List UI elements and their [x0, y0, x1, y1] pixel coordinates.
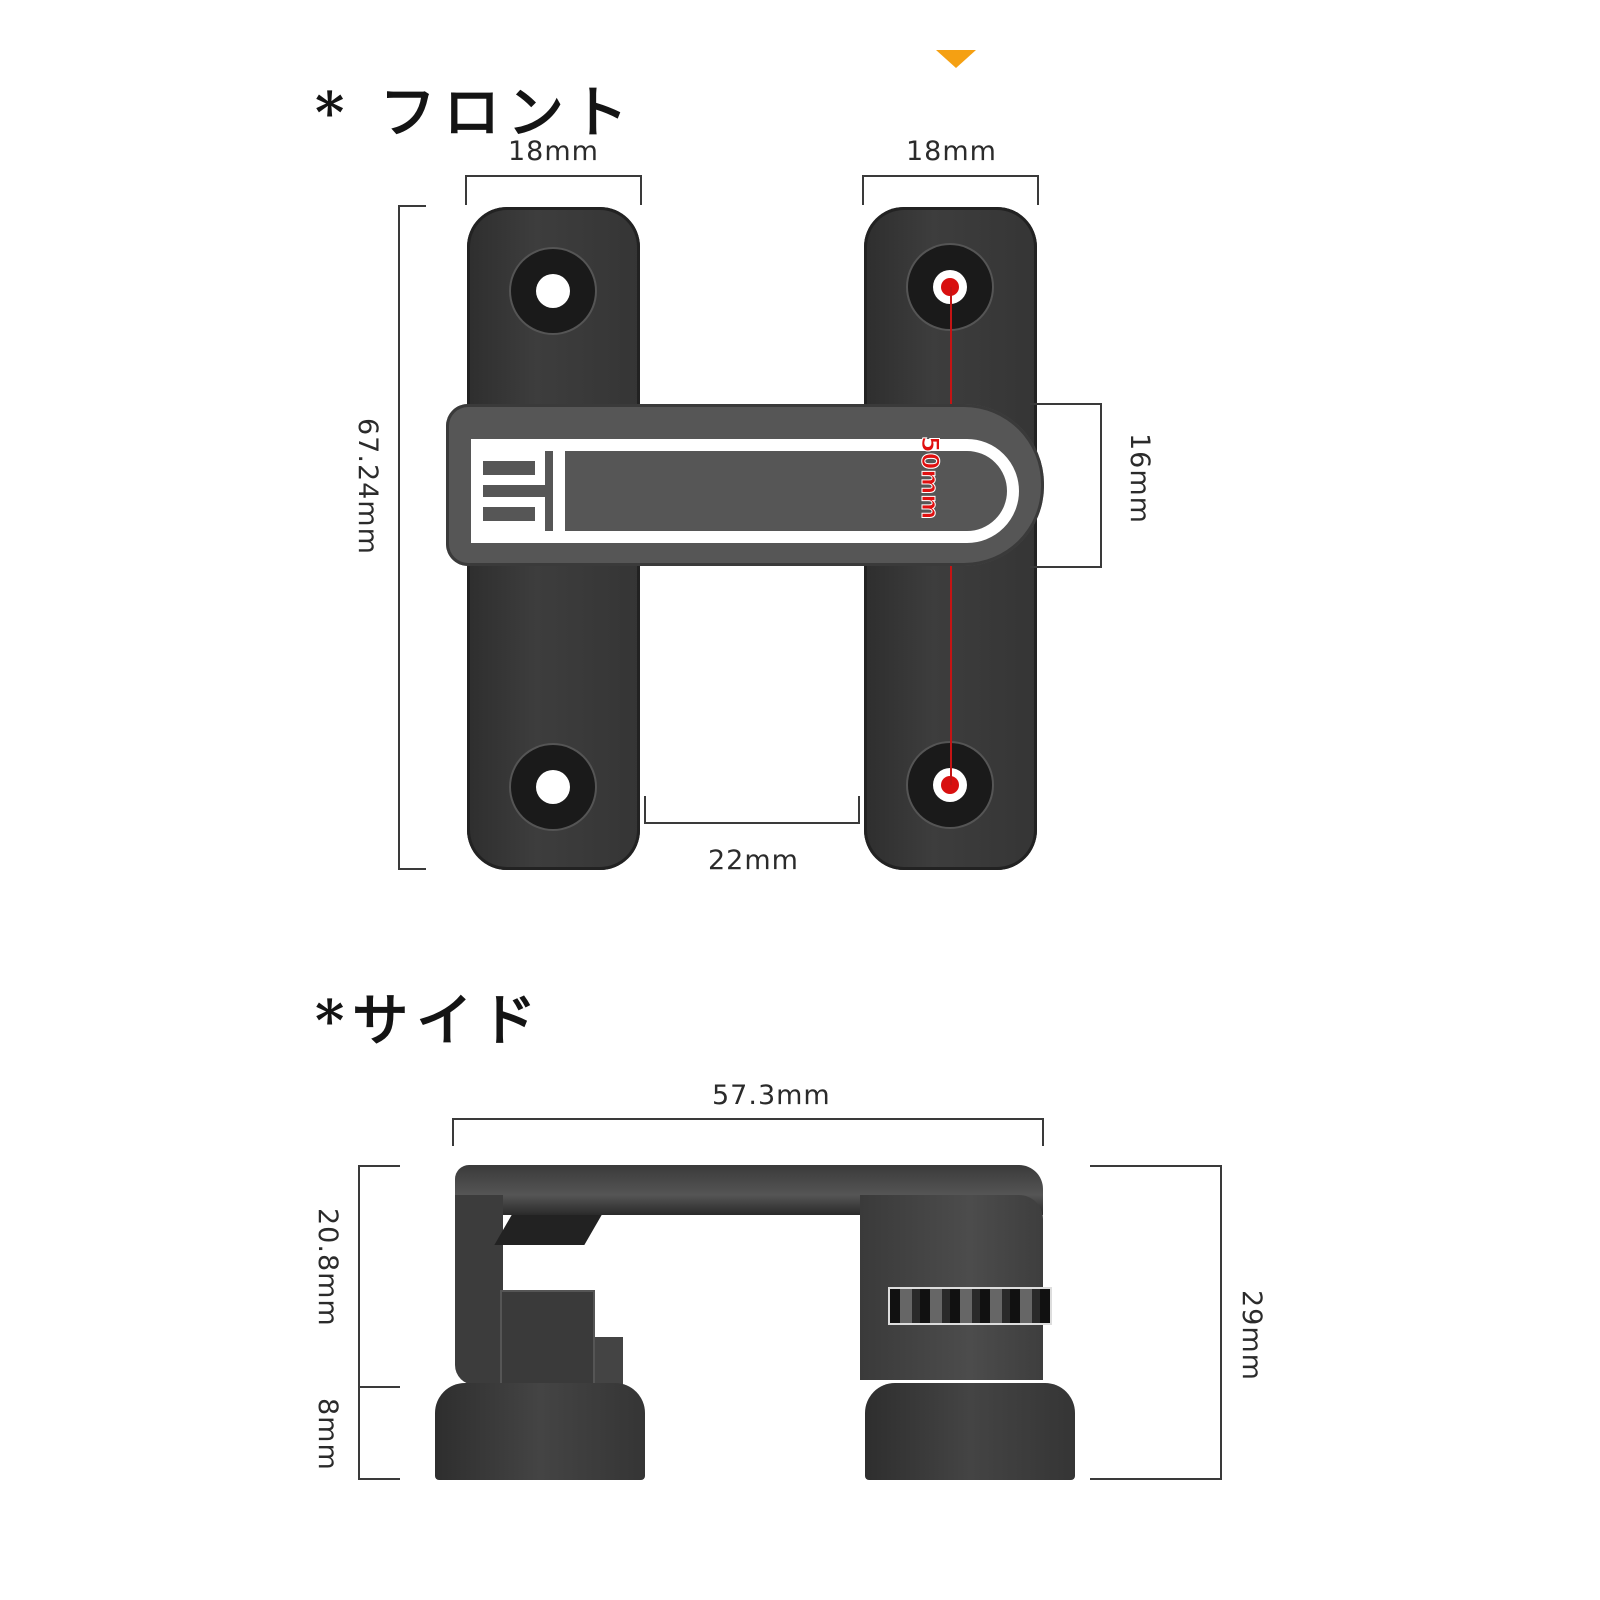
bar-height-label: 16mm	[1124, 433, 1155, 524]
left-base	[435, 1383, 645, 1480]
dim-tick	[1030, 566, 1102, 568]
dim-tick	[358, 1478, 400, 1480]
dim-tick	[1090, 1478, 1222, 1480]
dim-tick	[358, 1386, 400, 1388]
side-view-latch	[435, 1165, 1075, 1480]
base-height-label: 8mm	[312, 1398, 343, 1471]
dim-tick	[398, 205, 426, 207]
bar-white-outline	[471, 439, 1019, 543]
front-section-title: * フロント	[315, 80, 636, 146]
hole-spacing-label: 50mm	[916, 435, 945, 520]
dim-tick	[398, 868, 426, 870]
upper-height-label: 20.8mm	[312, 1208, 343, 1327]
dim-tick	[465, 175, 467, 205]
dim-tick	[1042, 1118, 1044, 1146]
dim-tick	[862, 175, 864, 205]
dim-tick	[358, 1165, 400, 1167]
dim-tick	[1090, 1165, 1222, 1167]
screw-hole-marked	[908, 743, 992, 827]
side-height-line	[358, 1165, 360, 1480]
dim-tick	[1037, 175, 1039, 205]
screw-hole	[511, 745, 595, 829]
orange-triangle-marker-icon	[936, 50, 976, 68]
side-full-height-line	[1220, 1165, 1222, 1480]
right-plate-width-line	[862, 175, 1039, 177]
bar-height-line	[1100, 403, 1102, 568]
dim-tick	[452, 1118, 454, 1146]
side-total-width-line	[452, 1118, 1044, 1120]
gap-line	[644, 822, 860, 824]
gap-label: 22mm	[708, 845, 799, 876]
total-height-label: 67.24mm	[352, 418, 383, 555]
dim-tick	[640, 175, 642, 205]
right-plate-width-label: 18mm	[906, 136, 997, 167]
right-base	[865, 1383, 1075, 1480]
dim-tick	[644, 796, 646, 824]
side-full-height-label: 29mm	[1236, 1290, 1267, 1381]
latch-bar: 50mm	[446, 404, 1044, 566]
dim-tick	[1030, 403, 1102, 405]
side-section-title: *サイド	[315, 988, 545, 1054]
dim-tick	[858, 796, 860, 824]
screw-hole	[511, 249, 595, 333]
left-plate-width-label: 18mm	[508, 136, 599, 167]
left-plate-width-line	[465, 175, 642, 177]
side-total-width-label: 57.3mm	[712, 1080, 831, 1111]
greek-key-pattern-icon	[483, 451, 565, 531]
total-height-line	[398, 205, 400, 870]
gear-mechanism	[888, 1287, 1052, 1325]
